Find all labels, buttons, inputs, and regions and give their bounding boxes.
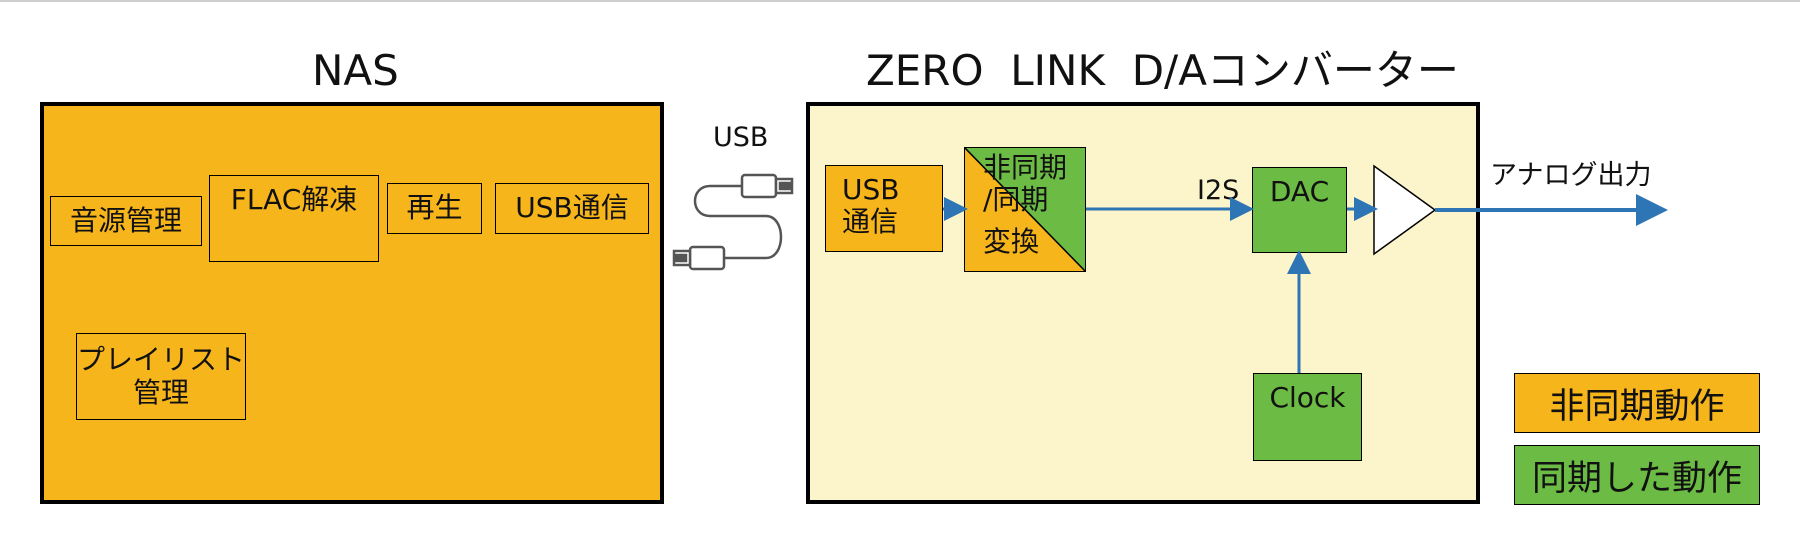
- nas-panel: [40, 102, 664, 504]
- playlist-management-block: プレイリスト 管理: [76, 333, 246, 420]
- nas-usb-comm-block: USB通信: [495, 183, 649, 234]
- legend-async: 非同期動作: [1514, 373, 1760, 433]
- clock-block: Clock: [1253, 373, 1362, 461]
- usb-cable-icon: [672, 173, 794, 271]
- dac-usb-comm-block: USB 通信: [825, 165, 943, 252]
- converter-label-bottom: 変換: [983, 225, 1040, 258]
- analog-output-label: アナログ出力: [1490, 160, 1652, 191]
- top-divider-line: [0, 0, 1800, 2]
- amplifier-triangle-icon: [1373, 164, 1437, 256]
- converter-diagonal-fill: [965, 148, 1085, 271]
- converter-label-top: 非同期 /同期: [983, 151, 1068, 217]
- flac-decode-block: FLAC解凍: [209, 175, 379, 262]
- source-management-block: 音源管理: [50, 196, 202, 246]
- playback-block: 再生: [387, 183, 482, 234]
- nas-title: NAS: [312, 46, 399, 95]
- legend-sync: 同期した動作: [1514, 445, 1760, 505]
- dac-chip-block: DAC: [1252, 167, 1347, 253]
- usb-cable-label: USB: [713, 122, 769, 153]
- dac-unit-title: ZERO LINK D/Aコンバーター: [866, 46, 1459, 95]
